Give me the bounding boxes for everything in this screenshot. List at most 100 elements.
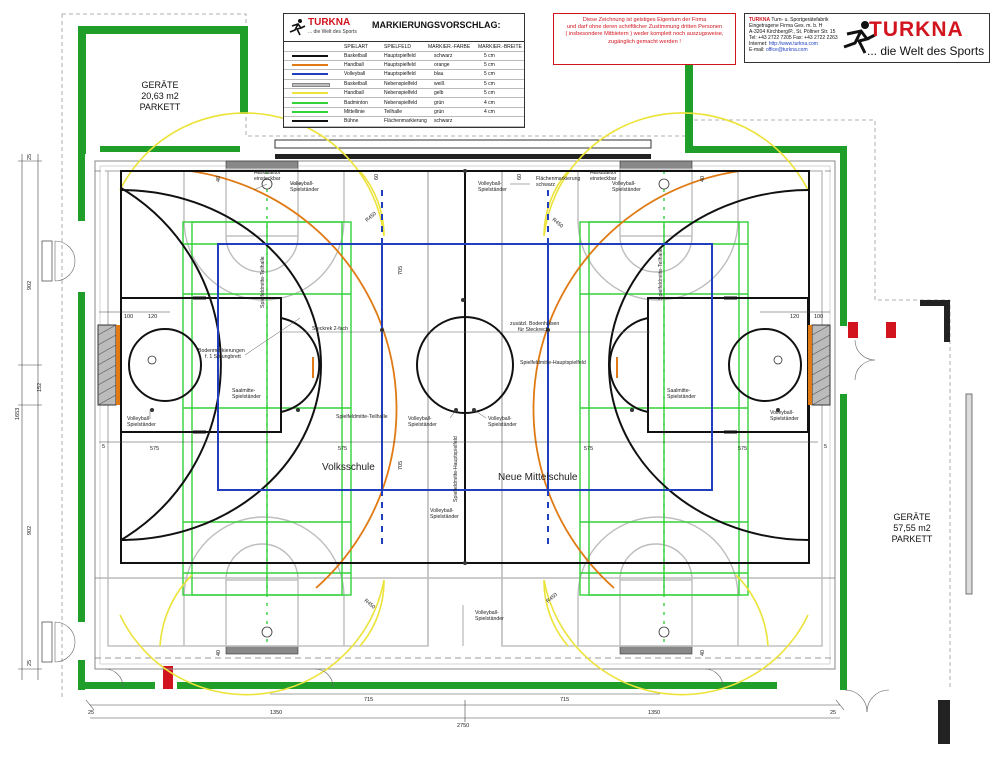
door-swings (54, 240, 890, 713)
company-internet-label: Internet: (749, 41, 768, 47)
volleyball-dashes (381, 190, 549, 546)
label-volleyball-stand-2: Volleyball- (478, 181, 502, 187)
yellow-handball-arcs (119, 112, 809, 696)
legend-cell-color-name: gelb (434, 90, 444, 97)
legend-table: TURKNA ... die Welt des Sports MARKIERUN… (283, 13, 525, 128)
label-floor-markings-2: f. 1 Sprungbrett (205, 354, 241, 360)
company-line2: Eingetragene Firma Ges. m. b. H (749, 23, 823, 29)
room-right-floor: PARKETT (891, 534, 933, 544)
label-center-main-vert: Spielfeldmitte-Hauptspielfeld (453, 436, 459, 502)
legend-cell-width: 5 cm (484, 80, 495, 87)
left-door-panels (41, 240, 53, 663)
dim-60-a: 60 (374, 174, 380, 180)
legend-cell-color-name: grün (434, 108, 445, 115)
orange-ticks (312, 357, 618, 378)
label-stand: Spielständer (290, 187, 319, 193)
label-volleyball-stand: Volleyball- (290, 181, 314, 187)
dim-100: 100 (124, 314, 133, 320)
dim-1350-right: 1350 (648, 710, 660, 716)
company-name-rest: Turn- u. Sportgerätefabrik (771, 17, 829, 23)
label-center-main: Spielfeldmitte-Hauptspielfeld (520, 360, 586, 366)
legend-color-swatch (292, 120, 328, 123)
label-socket-2x: Steckrek 2-fach (312, 326, 348, 332)
dim-715-right: 715 (560, 697, 569, 703)
dimension-lines (18, 154, 845, 722)
company-email-link[interactable]: office@turkna.com (765, 47, 808, 53)
dim-25-br: 25 (830, 710, 836, 716)
legend-header: TURKNA ... die Welt des Sports MARKIERUN… (284, 14, 524, 42)
label-extra-sleeves-2: für Steckreck (518, 327, 549, 333)
dim-100-r: 100 (814, 314, 823, 320)
legend-cell-color-name: grün (434, 99, 445, 106)
legend-cell-sport: Bühne (344, 118, 359, 125)
orange-handball-arcs (189, 170, 741, 589)
dim-1350-left: 1350 (270, 710, 282, 716)
dim-5-left: 5 (102, 444, 105, 450)
legend-cell-sport: Volleyball (344, 71, 366, 78)
legend-cell-sport: Mittellinie (344, 108, 365, 115)
legend-cell-field: Hauptspielfeld (384, 52, 416, 59)
label-stand-c: Spielständer (408, 422, 437, 428)
legend-cell-sport: Basketball (344, 80, 368, 87)
dim-5-right: 5 (824, 444, 827, 450)
legend-cell-color-name: blau (434, 71, 444, 78)
dim-40-b: 40 (216, 650, 222, 656)
legend-cell-field: Nebenspielfeld (384, 99, 418, 106)
dim-902-bottom: 902 (27, 526, 33, 535)
legend-cell-field: Nebenspielfeld (384, 90, 418, 97)
label-stand-r: Spielständer (770, 416, 799, 422)
legend-cell-color-name: weiß (434, 80, 445, 87)
dim-1653: 1653 (15, 408, 21, 420)
label-hall-center-r: Saalmitte- (667, 388, 691, 394)
legend-cell-sport: Handball (344, 90, 364, 97)
badminton-courts (182, 171, 749, 646)
notice-line-2: und darf ohne deren schriftlicher Zustim… (566, 24, 723, 31)
label-volleyball-stand-l: Volleyball- (127, 416, 151, 422)
hall-inner-frame (94, 160, 836, 670)
legend-cell-width: 5 cm (484, 90, 495, 97)
label-floor-markings: Bodenmarkierungen (198, 348, 245, 354)
red-wall-marks (163, 322, 896, 689)
label-center-sub-vert-r: Spielfeldmitte-Teilhalle (658, 248, 664, 300)
legend-cell-width: 4 cm (484, 108, 495, 115)
legend-slogan: ... die Welt des Sports (308, 29, 357, 35)
legend-color-swatch (292, 63, 328, 66)
room-right: GERÄTE 57,55 m2 PARKETT (872, 512, 952, 545)
room-right-name: GERÄTE (893, 512, 931, 522)
dim-705-bottom: 705 (398, 461, 404, 470)
label-center-sub: Spielfeldmitte-Teilhalle (336, 414, 388, 420)
copyright-notice: Diese Zeichnung ist geistiges Eigentum d… (553, 13, 736, 65)
label-r450-b: R450 (551, 217, 564, 230)
legend-col-color: MARKIER.-FARBE (428, 43, 471, 50)
label-handball-socket-r: Handballtor (590, 170, 617, 176)
legend-cell-color-name: schwarz (434, 118, 453, 125)
legend-col-sport: SPIELART (344, 43, 369, 50)
dim-25-tl: 25 (27, 154, 33, 160)
room-right-area: 57,55 m2 (893, 523, 931, 533)
label-surface-marking-2: schwarz (536, 182, 555, 188)
company-info: TURKNA Turn- u. Sportgerätefabrik Einget… (744, 13, 990, 63)
dimension-texts: 1350 1350 2750 715 715 25 25 575 575 575… (15, 154, 836, 729)
label-center-sub-vert: Spielfeldmitte-Teilhalle (260, 256, 266, 308)
label-stand-l: Spielständer (127, 422, 156, 428)
dim-575-b: 575 (338, 446, 347, 452)
dim-60-b: 60 (517, 174, 523, 180)
label-surface-marking: Flächenmarkierung (536, 176, 581, 182)
dim-40-a: 40 (216, 176, 222, 182)
label-handball-socket: Handballtor (254, 170, 281, 176)
label-volleyball-stand-c2: Volleyball- (488, 416, 512, 422)
dim-2750: 2750 (457, 723, 469, 729)
legend-color-swatch (292, 110, 328, 113)
company-line3: A-3204 Kirchberg/P., St. Pöltner Str. 15 (749, 29, 836, 35)
company-internet-link[interactable]: http://www.turkna.com (768, 41, 818, 47)
green-walls (78, 26, 847, 690)
legend-title: MARKIERUNGSVORSCHLAG: (372, 20, 501, 30)
label-volleyball-stand-c: Volleyball- (408, 416, 432, 422)
dim-25-bl: 25 (88, 710, 94, 716)
company-email-label: E-mail: (749, 47, 765, 53)
